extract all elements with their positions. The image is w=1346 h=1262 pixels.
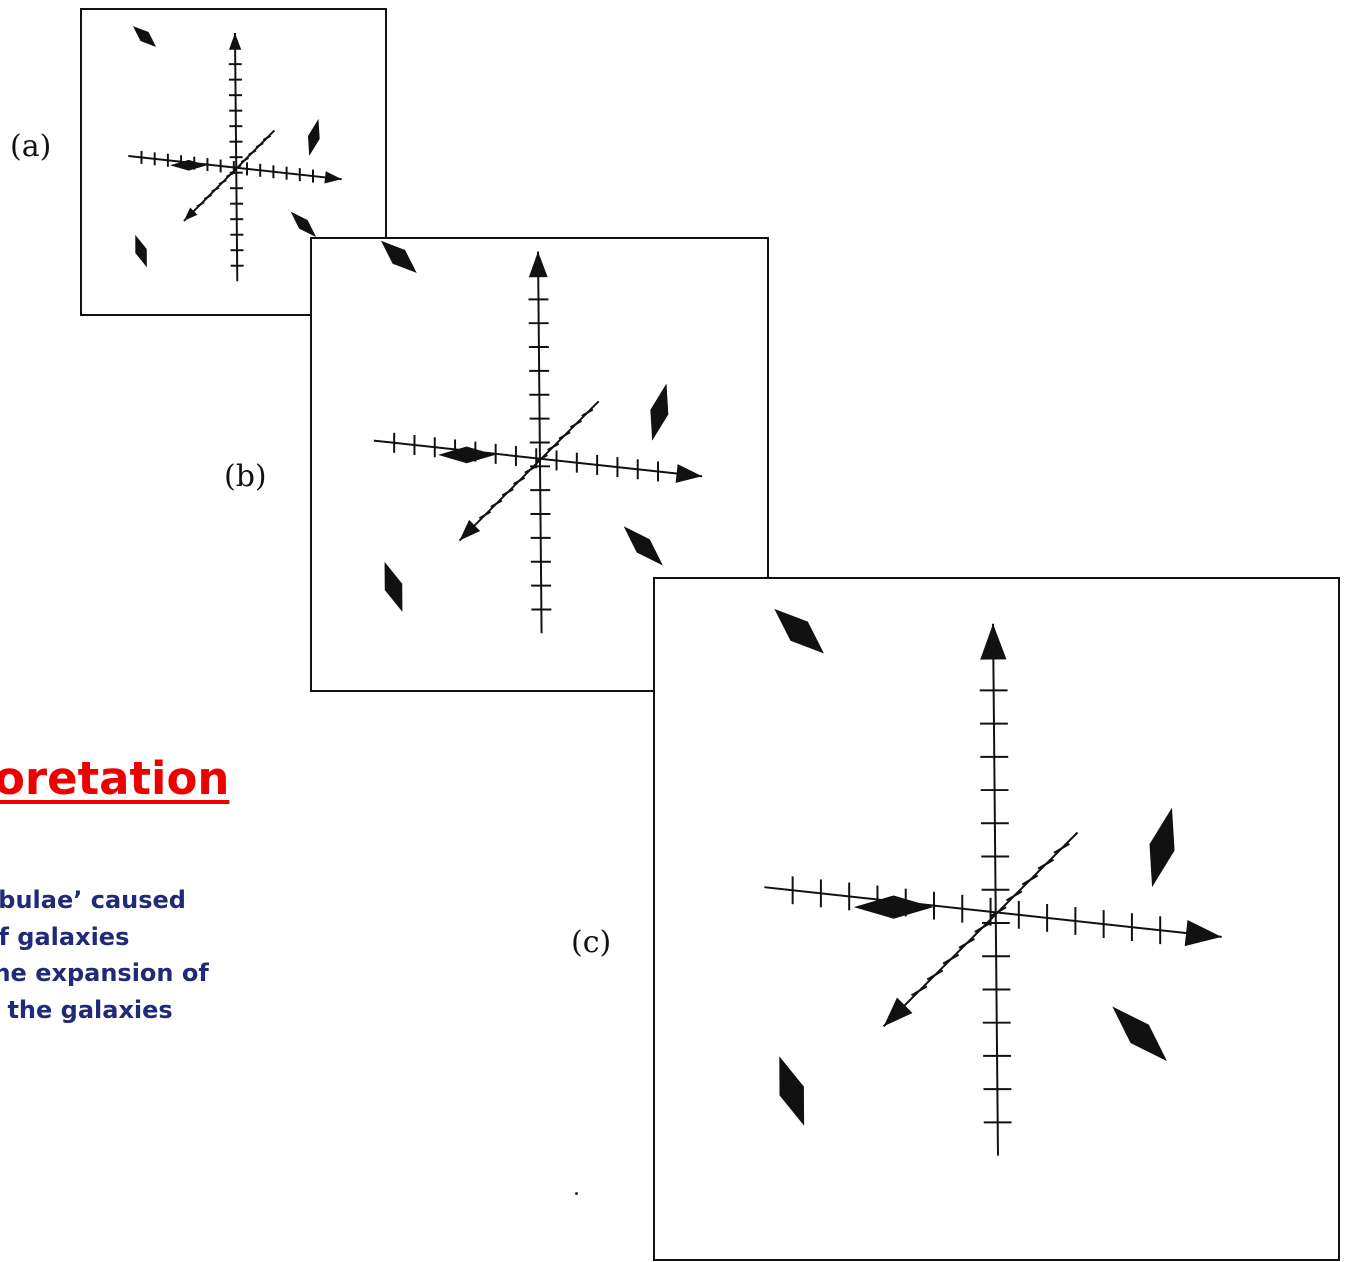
body-line-segment: of galaxies bbox=[0, 923, 129, 951]
z-axis-tick bbox=[1054, 844, 1069, 853]
z-axis-tick bbox=[197, 202, 204, 206]
section-heading: oretation bbox=[0, 752, 229, 805]
z-axis-tick bbox=[502, 489, 513, 495]
galaxy-shape bbox=[1112, 1006, 1167, 1061]
panel-c-frame bbox=[653, 577, 1340, 1261]
body-text: ebulae’ caused of galaxies the expansion… bbox=[0, 882, 209, 1028]
z-axis-tick bbox=[548, 444, 559, 450]
z-axis-tick bbox=[582, 410, 593, 416]
z-axis-tick bbox=[525, 466, 536, 472]
z-axis-tick bbox=[559, 432, 570, 438]
galaxy-shape bbox=[133, 26, 156, 47]
z-axis-tick bbox=[1006, 891, 1021, 900]
galaxy-shape bbox=[381, 241, 417, 273]
z-axis-tick bbox=[943, 955, 958, 964]
y-axis-arrowhead bbox=[529, 251, 548, 277]
y-axis-arrowhead bbox=[980, 624, 1006, 660]
z-axis-tick bbox=[959, 939, 974, 948]
panel-b-label: (b) bbox=[224, 462, 267, 492]
galaxy-shape bbox=[308, 119, 320, 156]
panel-c-label: (c) bbox=[571, 928, 611, 958]
z-axis-tick bbox=[1022, 876, 1037, 885]
body-line-segment: the expansion of bbox=[0, 959, 209, 987]
x-axis-arrowhead bbox=[1185, 920, 1222, 946]
z-axis-tick bbox=[479, 512, 490, 518]
z-axis-tick bbox=[975, 923, 990, 932]
z-axis-tick bbox=[491, 500, 502, 506]
z-axis-tick bbox=[911, 986, 926, 995]
x-axis-line bbox=[128, 156, 341, 179]
galaxy-shape bbox=[135, 235, 147, 267]
x-axis-line bbox=[374, 441, 702, 477]
z-axis-tick bbox=[514, 478, 525, 484]
galaxy-shape bbox=[650, 384, 668, 441]
panel-a-label: (a) bbox=[10, 132, 51, 162]
z-axis-tick bbox=[1038, 860, 1053, 869]
z-axis-tick bbox=[204, 195, 211, 199]
z-axis-tick bbox=[263, 136, 270, 140]
body-line-segment: ebulae’ caused bbox=[0, 886, 186, 914]
galaxy-shape bbox=[1149, 808, 1174, 888]
x-axis-arrowhead bbox=[324, 171, 341, 183]
body-line: the expansion of bbox=[0, 955, 209, 992]
galaxy-shape bbox=[774, 609, 824, 654]
body-line: ebulae’ caused bbox=[0, 882, 209, 919]
x-axis-arrowhead bbox=[676, 464, 703, 483]
body-line: n the galaxies bbox=[0, 992, 209, 1029]
stray-dot bbox=[575, 1192, 578, 1195]
galaxy-shape bbox=[624, 526, 663, 565]
z-axis-tick bbox=[927, 971, 942, 980]
galaxy-shape bbox=[385, 562, 403, 612]
galaxy-shape bbox=[779, 1056, 804, 1126]
z-axis-tick bbox=[256, 143, 263, 147]
galaxy-shape bbox=[291, 212, 317, 238]
z-axis-tick bbox=[570, 421, 581, 427]
z-axis-tick bbox=[241, 158, 248, 162]
z-axis-tick bbox=[212, 187, 219, 191]
body-line-segment: the galaxies bbox=[0, 996, 173, 1024]
body-line: of galaxies bbox=[0, 919, 209, 956]
z-axis-tick bbox=[249, 151, 256, 155]
z-axis-tick bbox=[219, 180, 226, 184]
panel-c-diagram bbox=[655, 579, 1338, 1259]
y-axis-arrowhead bbox=[229, 33, 241, 50]
x-axis-line bbox=[764, 887, 1221, 937]
